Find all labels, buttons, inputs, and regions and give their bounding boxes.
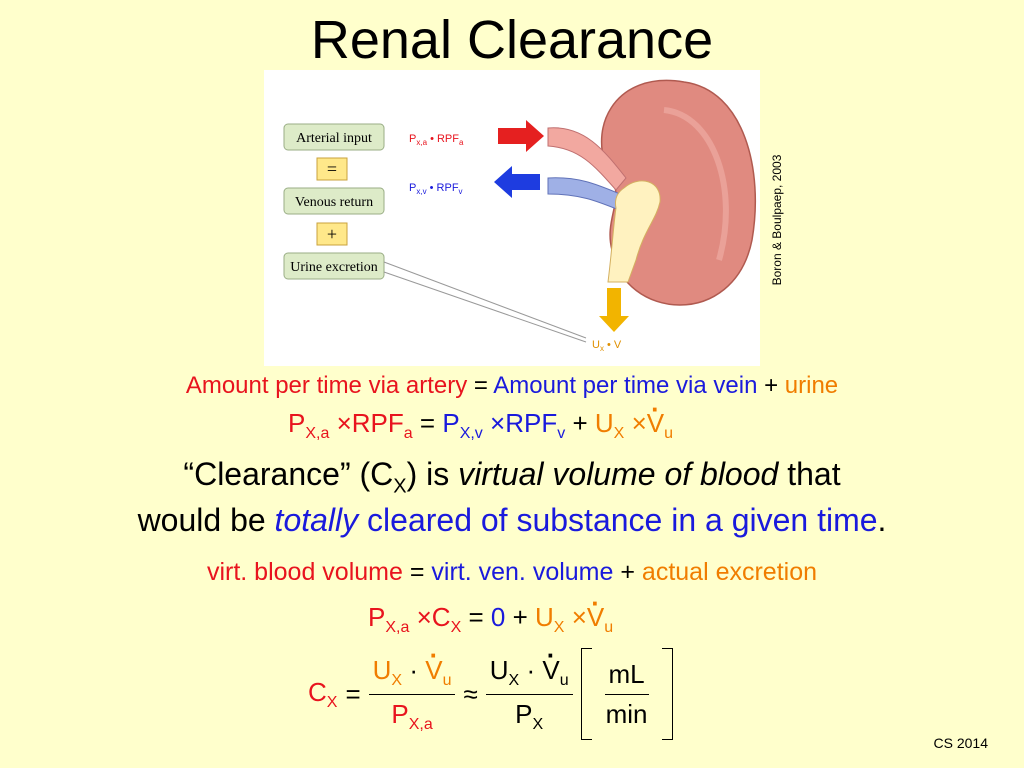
clearance-formula: CX = UX · Vu PX,a ≈ UX · Vu PX mL min <box>308 648 673 740</box>
equals-box <box>316 157 348 181</box>
artery-text: Amount per time via artery <box>185 372 468 399</box>
ureter-vessel <box>607 180 661 283</box>
fraction-colored: UX · Vu PX,a <box>368 655 456 734</box>
venous-label: Px,v • RPFv <box>409 182 463 196</box>
kidney-diagram: Arterial input = Venous return + Urine e… <box>283 79 757 353</box>
clearance-definition-line2: would be totally cleared of substance in… <box>137 502 887 538</box>
arterial-input-box <box>283 123 385 151</box>
clearance-definition-line1: “Clearance” (CX) is virtual volume of bl… <box>183 456 841 498</box>
figure-credit: Boron & Boulpaep, 2003 <box>770 154 784 286</box>
mass-balance-equation: PX,a ×RPFa = PX,v ×RPFv + UX ×Vu <box>288 408 673 443</box>
clearance-balance-equation: PX,a ×CX = 0 + UX ×Vu <box>368 602 613 637</box>
arterial-input-text: Arterial input <box>296 131 372 146</box>
plus-box <box>316 222 348 246</box>
volume-equation-text: virt. blood volume = virt. ven. volume +… <box>206 558 818 586</box>
kidney-figure: Arterial input = Venous return + Urine e… <box>264 70 760 366</box>
amount-equation-text: Amount per time via artery = Amount per … <box>185 372 839 399</box>
fraction-black: UX · Vu PX <box>485 655 573 734</box>
equals-text: = <box>327 159 337 179</box>
vein-text: Amount per time via vein <box>493 372 758 399</box>
venous-arrow-icon <box>494 166 540 198</box>
unit-bracket: mL min <box>580 648 673 740</box>
artery-vessel <box>547 127 627 191</box>
venous-return-text: Venous return <box>295 195 373 210</box>
urine-excretion-text: Urine excretion <box>290 260 377 275</box>
footer-text: CS 2014 <box>933 735 988 751</box>
urine-excretion-box <box>283 252 385 280</box>
venous-return-box <box>283 187 385 215</box>
slide-title: Renal Clearance <box>310 10 714 70</box>
urine-arrow-icon <box>599 288 629 332</box>
arterial-label: Px,a • RPFa <box>409 133 464 147</box>
urine-label: Ux • V <box>592 339 622 353</box>
plus-text: + <box>327 224 337 244</box>
arterial-arrow-icon <box>498 120 544 152</box>
urine-text: urine <box>784 372 839 399</box>
